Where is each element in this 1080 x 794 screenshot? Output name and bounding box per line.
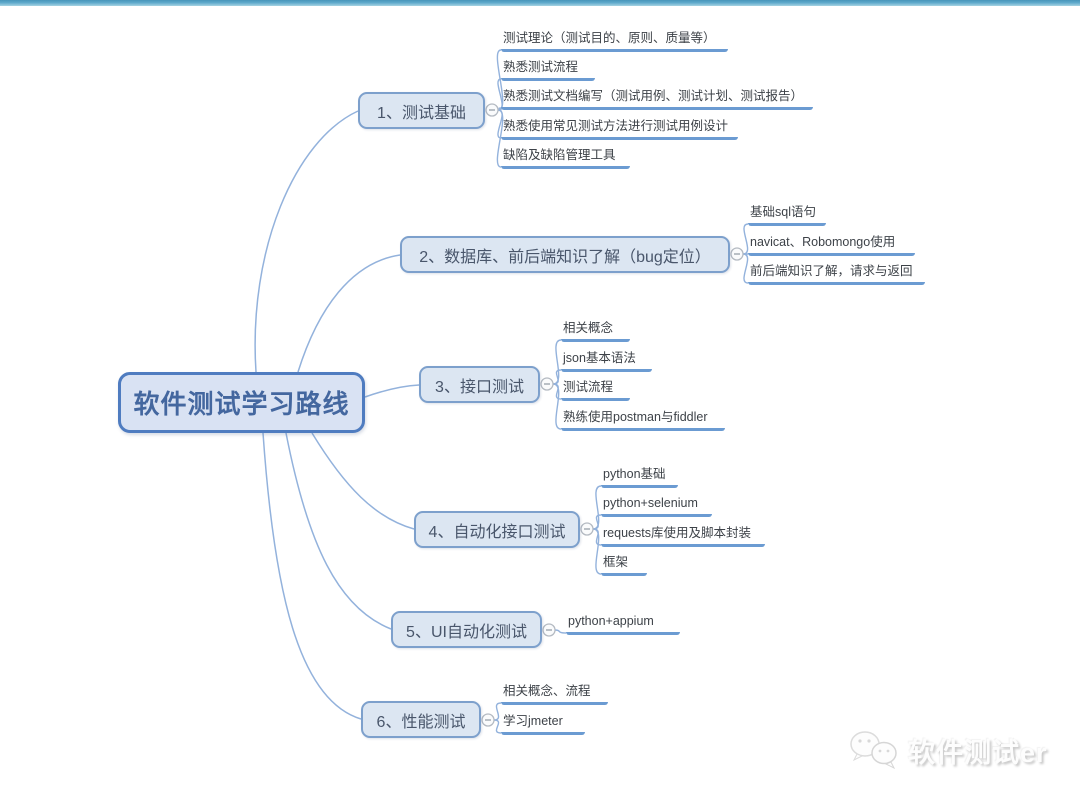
connector-b4-c3: [592, 528, 602, 546]
child-topic[interactable]: 相关概念、流程: [501, 682, 608, 705]
connector-b6-c2: [493, 719, 502, 734]
branch-topic-1[interactable]: 1、测试基础: [358, 92, 485, 129]
connector-b3-c4: [552, 383, 562, 430]
collapse-toggle-branch5[interactable]: [542, 623, 556, 637]
connector-b6-c1: [493, 702, 502, 721]
child-topic[interactable]: 熟悉使用常见测试方法进行测试用例设计: [501, 117, 739, 140]
child-topic[interactable]: 相关概念: [561, 319, 630, 342]
child-topic[interactable]: 基础sql语句: [748, 203, 826, 226]
branch-topic-2[interactable]: 2、数据库、前后端知识了解（bug定位）: [400, 236, 730, 273]
child-topic[interactable]: 测试理论（测试目的、原则、质量等）: [501, 29, 728, 52]
child-topic[interactable]: 框架: [601, 553, 647, 576]
child-topic[interactable]: 熟悉测试文档编写（测试用例、测试计划、测试报告）: [501, 87, 814, 110]
connector-b3-c2: [552, 369, 562, 385]
child-topic[interactable]: python+appium: [566, 612, 680, 635]
connector-root-branch6: [262, 432, 362, 720]
connector-root-branch5: [285, 432, 392, 630]
connector-b3-c1: [552, 339, 562, 385]
child-topic[interactable]: 熟悉测试流程: [501, 58, 595, 81]
branch-topic-5[interactable]: 5、UI自动化测试: [391, 611, 542, 648]
connector-b3-c3: [552, 383, 562, 400]
connector-b5-c1: [554, 629, 567, 634]
connector-root-branch4: [311, 432, 415, 530]
collapse-toggle-branch3[interactable]: [540, 377, 554, 391]
collapse-toggle-branch6[interactable]: [481, 713, 495, 727]
collapse-toggle-branch2[interactable]: [730, 247, 744, 261]
child-topic[interactable]: 前后端知识了解，请求与返回: [748, 262, 925, 285]
connector-b4-c4: [592, 528, 602, 575]
child-topic[interactable]: python+selenium: [601, 494, 712, 517]
child-topic[interactable]: 熟练使用postman与fiddler: [561, 408, 725, 431]
child-topic[interactable]: navicat、Robomongo使用: [748, 233, 915, 256]
wechat-chat-bubbles-icon: [850, 731, 897, 770]
branch-topic-4[interactable]: 4、自动化接口测试: [414, 511, 580, 548]
collapse-toggle-branch1[interactable]: [485, 103, 499, 117]
child-topic[interactable]: 学习jmeter: [501, 712, 585, 735]
watermark-text: 软件测试er: [908, 737, 1048, 768]
connector-root-branch1: [254, 110, 359, 373]
root-topic[interactable]: 软件测试学习路线: [118, 372, 365, 433]
connector-root-branch3: [364, 384, 420, 398]
collapse-toggle-branch4[interactable]: [580, 522, 594, 536]
top-accent-bar: [0, 0, 1080, 6]
child-topic[interactable]: python基础: [601, 465, 678, 488]
child-topic[interactable]: requests库使用及脚本封装: [601, 524, 765, 547]
watermark: 软件测试er: [848, 722, 1063, 778]
child-topic[interactable]: 测试流程: [561, 378, 630, 401]
connector-root-branch2: [297, 254, 401, 373]
connector-b4-c2: [592, 514, 602, 530]
branch-topic-6[interactable]: 6、性能测试: [361, 701, 481, 738]
branch-topic-3[interactable]: 3、接口测试: [419, 366, 540, 403]
connector-b4-c1: [592, 485, 602, 530]
child-topic[interactable]: 缺陷及缺陷管理工具: [501, 146, 630, 169]
child-topic[interactable]: json基本语法: [561, 349, 652, 372]
